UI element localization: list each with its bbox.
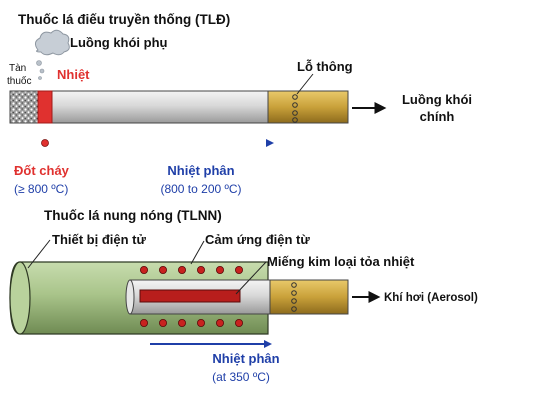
main-smoke-label-line2: chính [420,109,455,124]
smoke-dot-1 [36,60,42,66]
induction-label: Cảm ứng điện từ [205,232,310,247]
pyrolysis-label-bottom: Nhiệt phân [212,351,279,366]
tobacco-stick-end [125,279,135,315]
induction-pointer [190,240,205,265]
main-smoke-label-line1: Luồng khói [402,92,472,107]
combustion-label: Đốt cháy [14,163,70,178]
smoke-dot-2 [39,68,45,74]
vent-label: Lỗ thông [297,59,353,74]
heater-label: Miếng kim loại tỏa nhiệt [267,254,415,269]
pyrolysis-temp-bottom: (at 350 ºC) [212,370,270,384]
pyrolysis-temp-top: (800 to 200 ºC) [160,182,241,196]
side-smoke-label: Luồng khói phụ [70,35,168,50]
tobacco-stick-filter [269,279,349,315]
cigarette-filter [267,90,349,124]
induction-coils [139,265,243,327]
aerosol-label: Khí hơi (Aerosol) [384,292,478,304]
heat-label: Nhiệt [57,67,90,82]
vent-pointer [296,73,314,95]
cigarette-paper [49,90,269,124]
heater-pointer [235,261,267,295]
heated-title: Thuốc lá nung nóng (TLNN) [44,208,222,223]
combustion-temp: (≥ 800 ºC) [14,182,68,196]
device-label: Thiết bị điện tử [52,232,146,247]
vent-holes [292,94,298,123]
combustion-dot [41,139,49,147]
burning-zone [37,90,53,124]
pyrolysis-arrow-head [266,139,274,147]
heating-blade [139,289,241,303]
traditional-title: Thuốc lá điếu truyền thống (TLĐ) [18,12,230,27]
tobacco-stick-vent-holes [291,282,297,312]
smoke-dot-3 [38,76,42,80]
device-pointer [27,239,51,269]
device-end [9,261,31,335]
pyrolysis-arrow-bottom-head [264,340,272,348]
ash-label-line1: Tàn [9,63,26,74]
pyrolysis-label-top: Nhiệt phân [167,163,234,178]
side-smoke-cloud-icon [34,29,70,56]
cigarette-ash [9,90,41,124]
ash-label-line2: thuốc [7,75,31,87]
